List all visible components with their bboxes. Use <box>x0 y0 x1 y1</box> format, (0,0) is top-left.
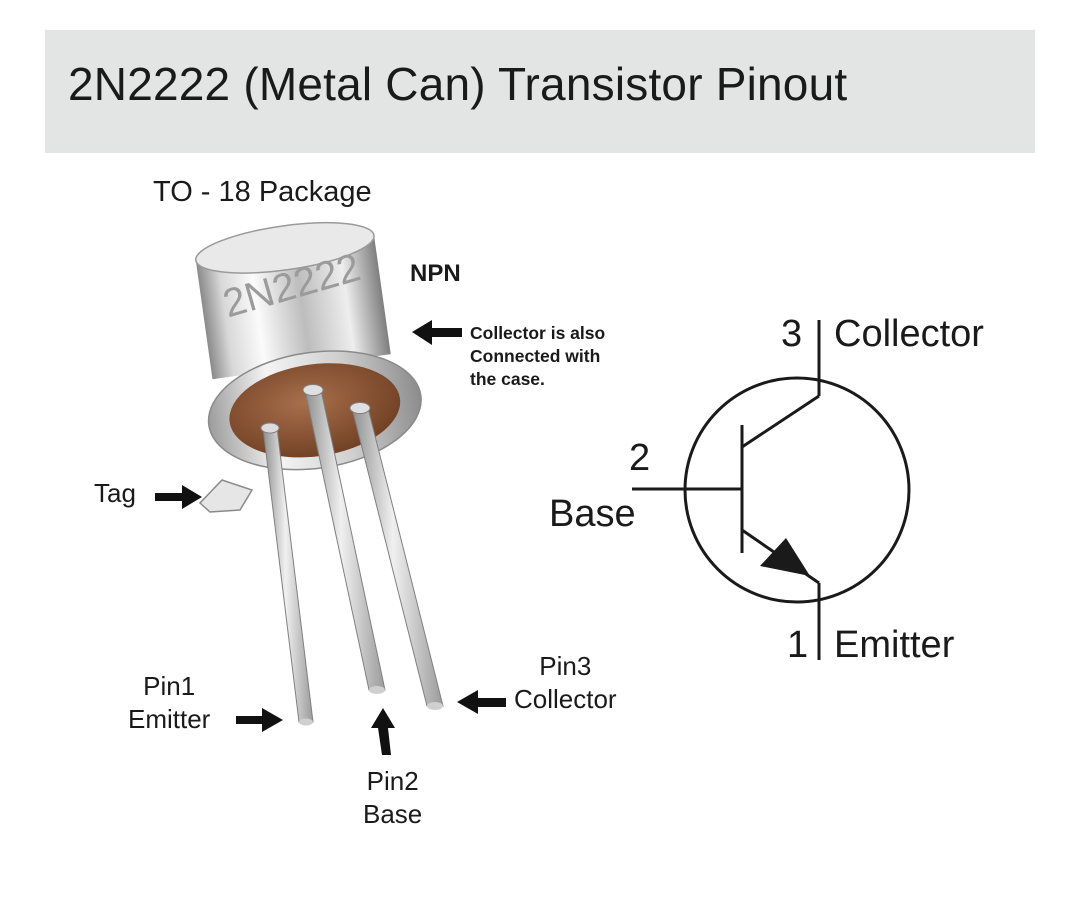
case-note-line: the case. <box>470 368 545 389</box>
package-label: TO - 18 Package <box>153 176 372 208</box>
pin3-name: Collector <box>514 683 617 714</box>
pin3-number: Pin3 <box>539 651 592 681</box>
symbol-emitter-number: 1 <box>787 624 809 666</box>
lead-pin3 <box>349 402 444 710</box>
lead-pin1 <box>260 422 314 726</box>
symbol-collector-number: 3 <box>781 313 803 355</box>
symbol-base-number: 2 <box>629 437 651 479</box>
arrow-icon <box>155 320 506 755</box>
emitter-arrow-icon <box>760 538 810 576</box>
pin2-label: Pin2 Base <box>363 765 422 830</box>
type-label: NPN <box>410 260 461 287</box>
case-note: Collector is also Connected with the cas… <box>470 322 605 390</box>
symbol-collector-name: Collector <box>834 313 984 355</box>
case-note-line: Connected with <box>470 345 601 366</box>
pin2-name: Base <box>363 798 423 829</box>
can-tag <box>198 479 254 513</box>
page-title: 2N2222 (Metal Can) Transistor Pinout <box>68 58 848 110</box>
symbol-emitter-name: Emitter <box>834 624 955 666</box>
pin1-number: Pin1 <box>143 671 196 701</box>
tag-label: Tag <box>94 478 136 508</box>
symbol-base-name: Base <box>549 493 636 535</box>
metal-can <box>194 221 422 471</box>
pin3-label: Pin3 Collector <box>514 650 617 715</box>
pin1-label: Pin1 Emitter <box>128 670 210 735</box>
pin2-number: Pin2 <box>366 766 419 796</box>
title-banner <box>45 30 1035 153</box>
case-note-line: Collector is also <box>470 323 606 343</box>
npn-transistor-symbol <box>632 320 911 660</box>
pin1-name: Emitter <box>128 703 211 734</box>
lead-pin2 <box>302 384 386 694</box>
